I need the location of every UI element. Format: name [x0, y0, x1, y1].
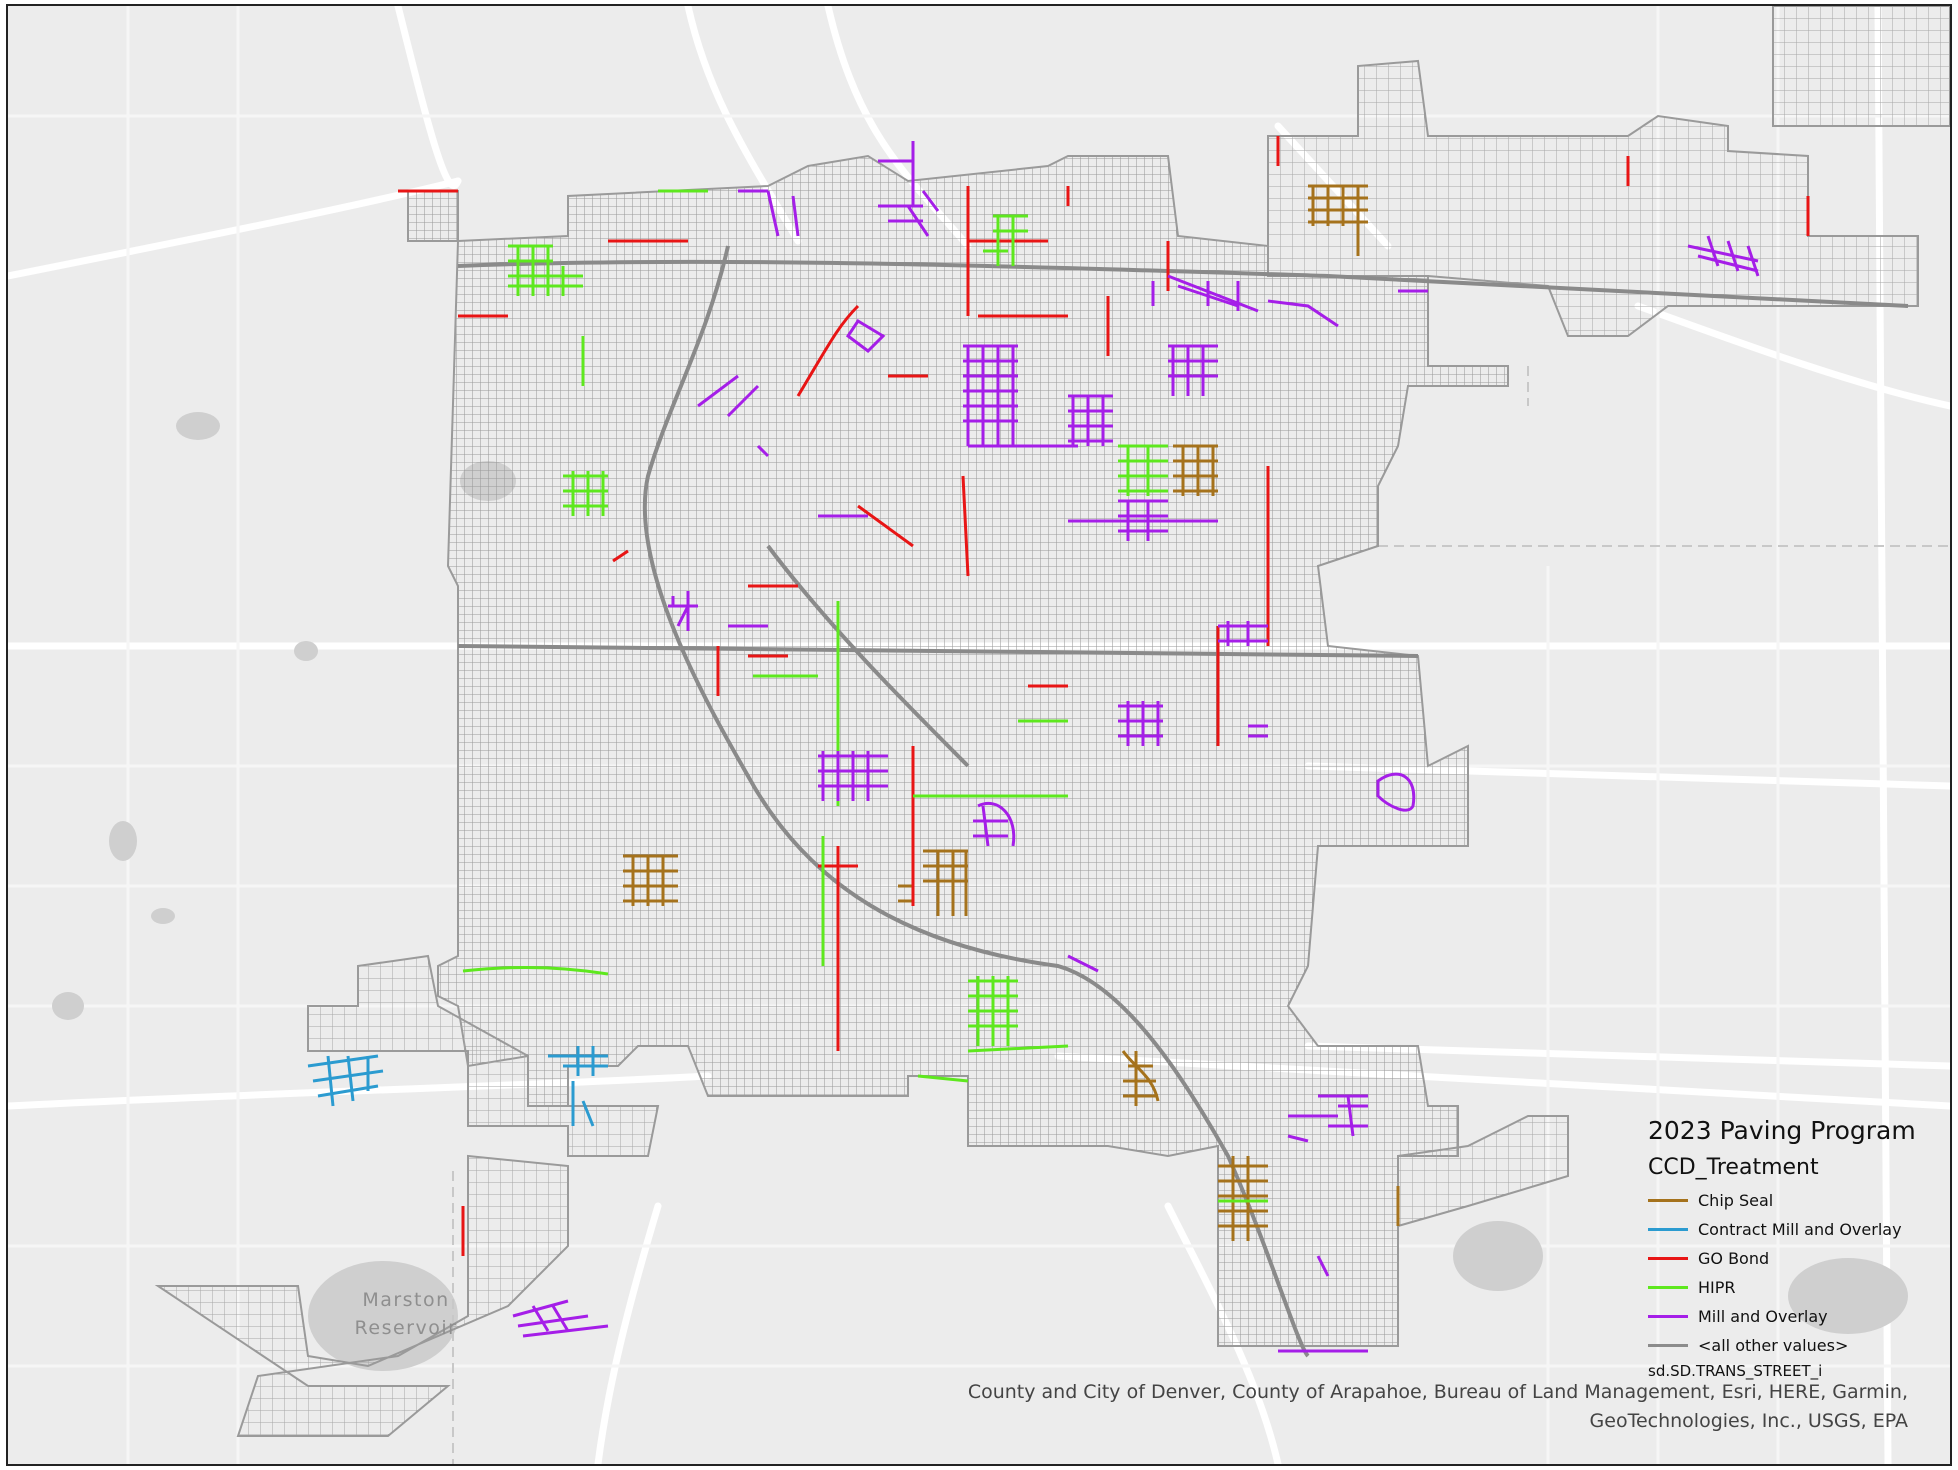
map-legend: 2023 Paving Program CCD_Treatment Chip S…	[1648, 1116, 1948, 1380]
legend-layer-name: sd.SD.TRANS_STREET_i	[1648, 1362, 1823, 1380]
legend-item-go-bond: GO Bond	[1648, 1244, 1948, 1273]
street-grid	[154, 6, 1950, 1437]
legend-item-chip-seal: Chip Seal	[1648, 1186, 1948, 1215]
legend-label: Mill and Overlay	[1698, 1307, 1828, 1326]
county-boundary	[452, 366, 1950, 1464]
legend-item-hipr: HIPR	[1648, 1273, 1948, 1302]
legend-swatch	[1648, 1257, 1688, 1260]
chip-seal-segments	[623, 184, 1400, 1241]
map-attribution: County and City of Denver, County of Ara…	[908, 1378, 1908, 1436]
legend-item-contract-mill-overlay: Contract Mill and Overlay	[1648, 1215, 1948, 1244]
lake-label-marston-reservoir: Marston Reservoir	[354, 1289, 458, 1339]
legend-swatch	[1648, 1286, 1688, 1289]
legend-label: GO Bond	[1698, 1249, 1770, 1268]
legend-label: HIPR	[1698, 1278, 1736, 1297]
contract-mill-overlay-segments	[307, 1046, 608, 1127]
mill-overlay-segments	[512, 141, 1760, 1353]
legend-title: 2023 Paving Program	[1648, 1116, 1916, 1145]
go-bond-segments	[398, 136, 1810, 1256]
legend-item-mill-overlay: Mill and Overlay	[1648, 1302, 1948, 1331]
legend-label: Contract Mill and Overlay	[1698, 1220, 1902, 1239]
legend-swatch	[1648, 1315, 1688, 1318]
attribution-line: GeoTechnologies, Inc., USGS, EPA	[1589, 1410, 1908, 1432]
city-streets-southeast	[1397, 1115, 1569, 1228]
legend-label: Chip Seal	[1698, 1191, 1774, 1210]
treatment-segments	[307, 136, 1810, 1353]
legend-swatch	[1648, 1344, 1688, 1347]
major-corridors	[457, 245, 1909, 1358]
attribution-line: County and City of Denver, County of Ara…	[967, 1381, 1908, 1403]
legend-label: <all other values>	[1698, 1336, 1849, 1355]
legend-subtitle: CCD_Treatment	[1648, 1155, 1819, 1180]
city-streets-southwest	[307, 954, 660, 1157]
hipr-segments	[462, 189, 1268, 1203]
legend-swatch	[1648, 1228, 1688, 1231]
city-streets-far-northeast	[1772, 6, 1950, 127]
legend-swatch	[1648, 1199, 1688, 1202]
map-frame[interactable]: Marston Reservoir 2023 Paving Program CC…	[6, 4, 1952, 1466]
city-streets-marston	[154, 1154, 569, 1437]
legend-item-all-other-values: <all other values>	[1648, 1331, 1948, 1360]
